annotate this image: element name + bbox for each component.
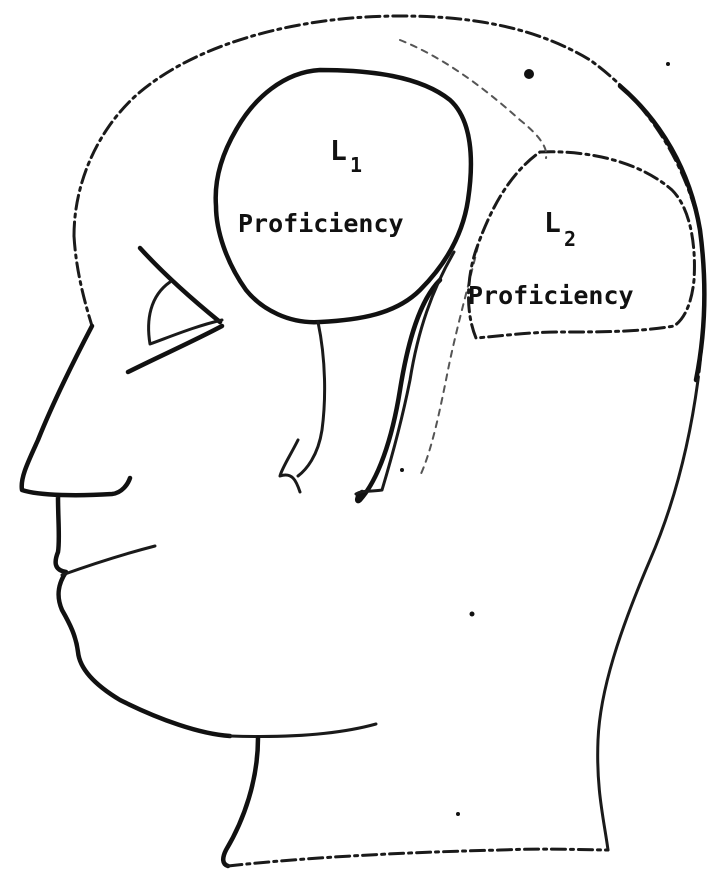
neck-base-outline (228, 849, 608, 866)
mouth-line (62, 546, 155, 575)
crown-guide-line (400, 40, 546, 158)
ink-speck (666, 62, 670, 66)
l1-connector-inner (298, 322, 325, 476)
l1-proficiency-bubble (216, 70, 471, 322)
head-crown-outline (74, 16, 704, 380)
l2-letter: L (544, 206, 561, 239)
face-profile-outline (22, 326, 230, 736)
ink-speck (470, 612, 475, 617)
l2-proficiency-bubble (469, 152, 695, 338)
ink-speck (400, 468, 404, 472)
eye-lower-line (128, 326, 222, 372)
l1-proficiency-label: Proficiency (238, 209, 404, 238)
jaw-outline (230, 724, 376, 737)
l1-connector-foot (280, 440, 300, 492)
l2-subscript: 2 (564, 227, 576, 251)
eye-upper-lid (140, 248, 220, 322)
front-of-neck-outline (223, 738, 258, 866)
l2-proficiency-label: Proficiency (468, 281, 634, 310)
l1-subscript: 1 (350, 153, 362, 177)
l1-letter: L (330, 134, 347, 167)
forehead-outline (74, 236, 92, 326)
ink-speck (456, 812, 460, 816)
ink-speck (524, 69, 534, 79)
back-of-neck-outline (598, 380, 698, 850)
